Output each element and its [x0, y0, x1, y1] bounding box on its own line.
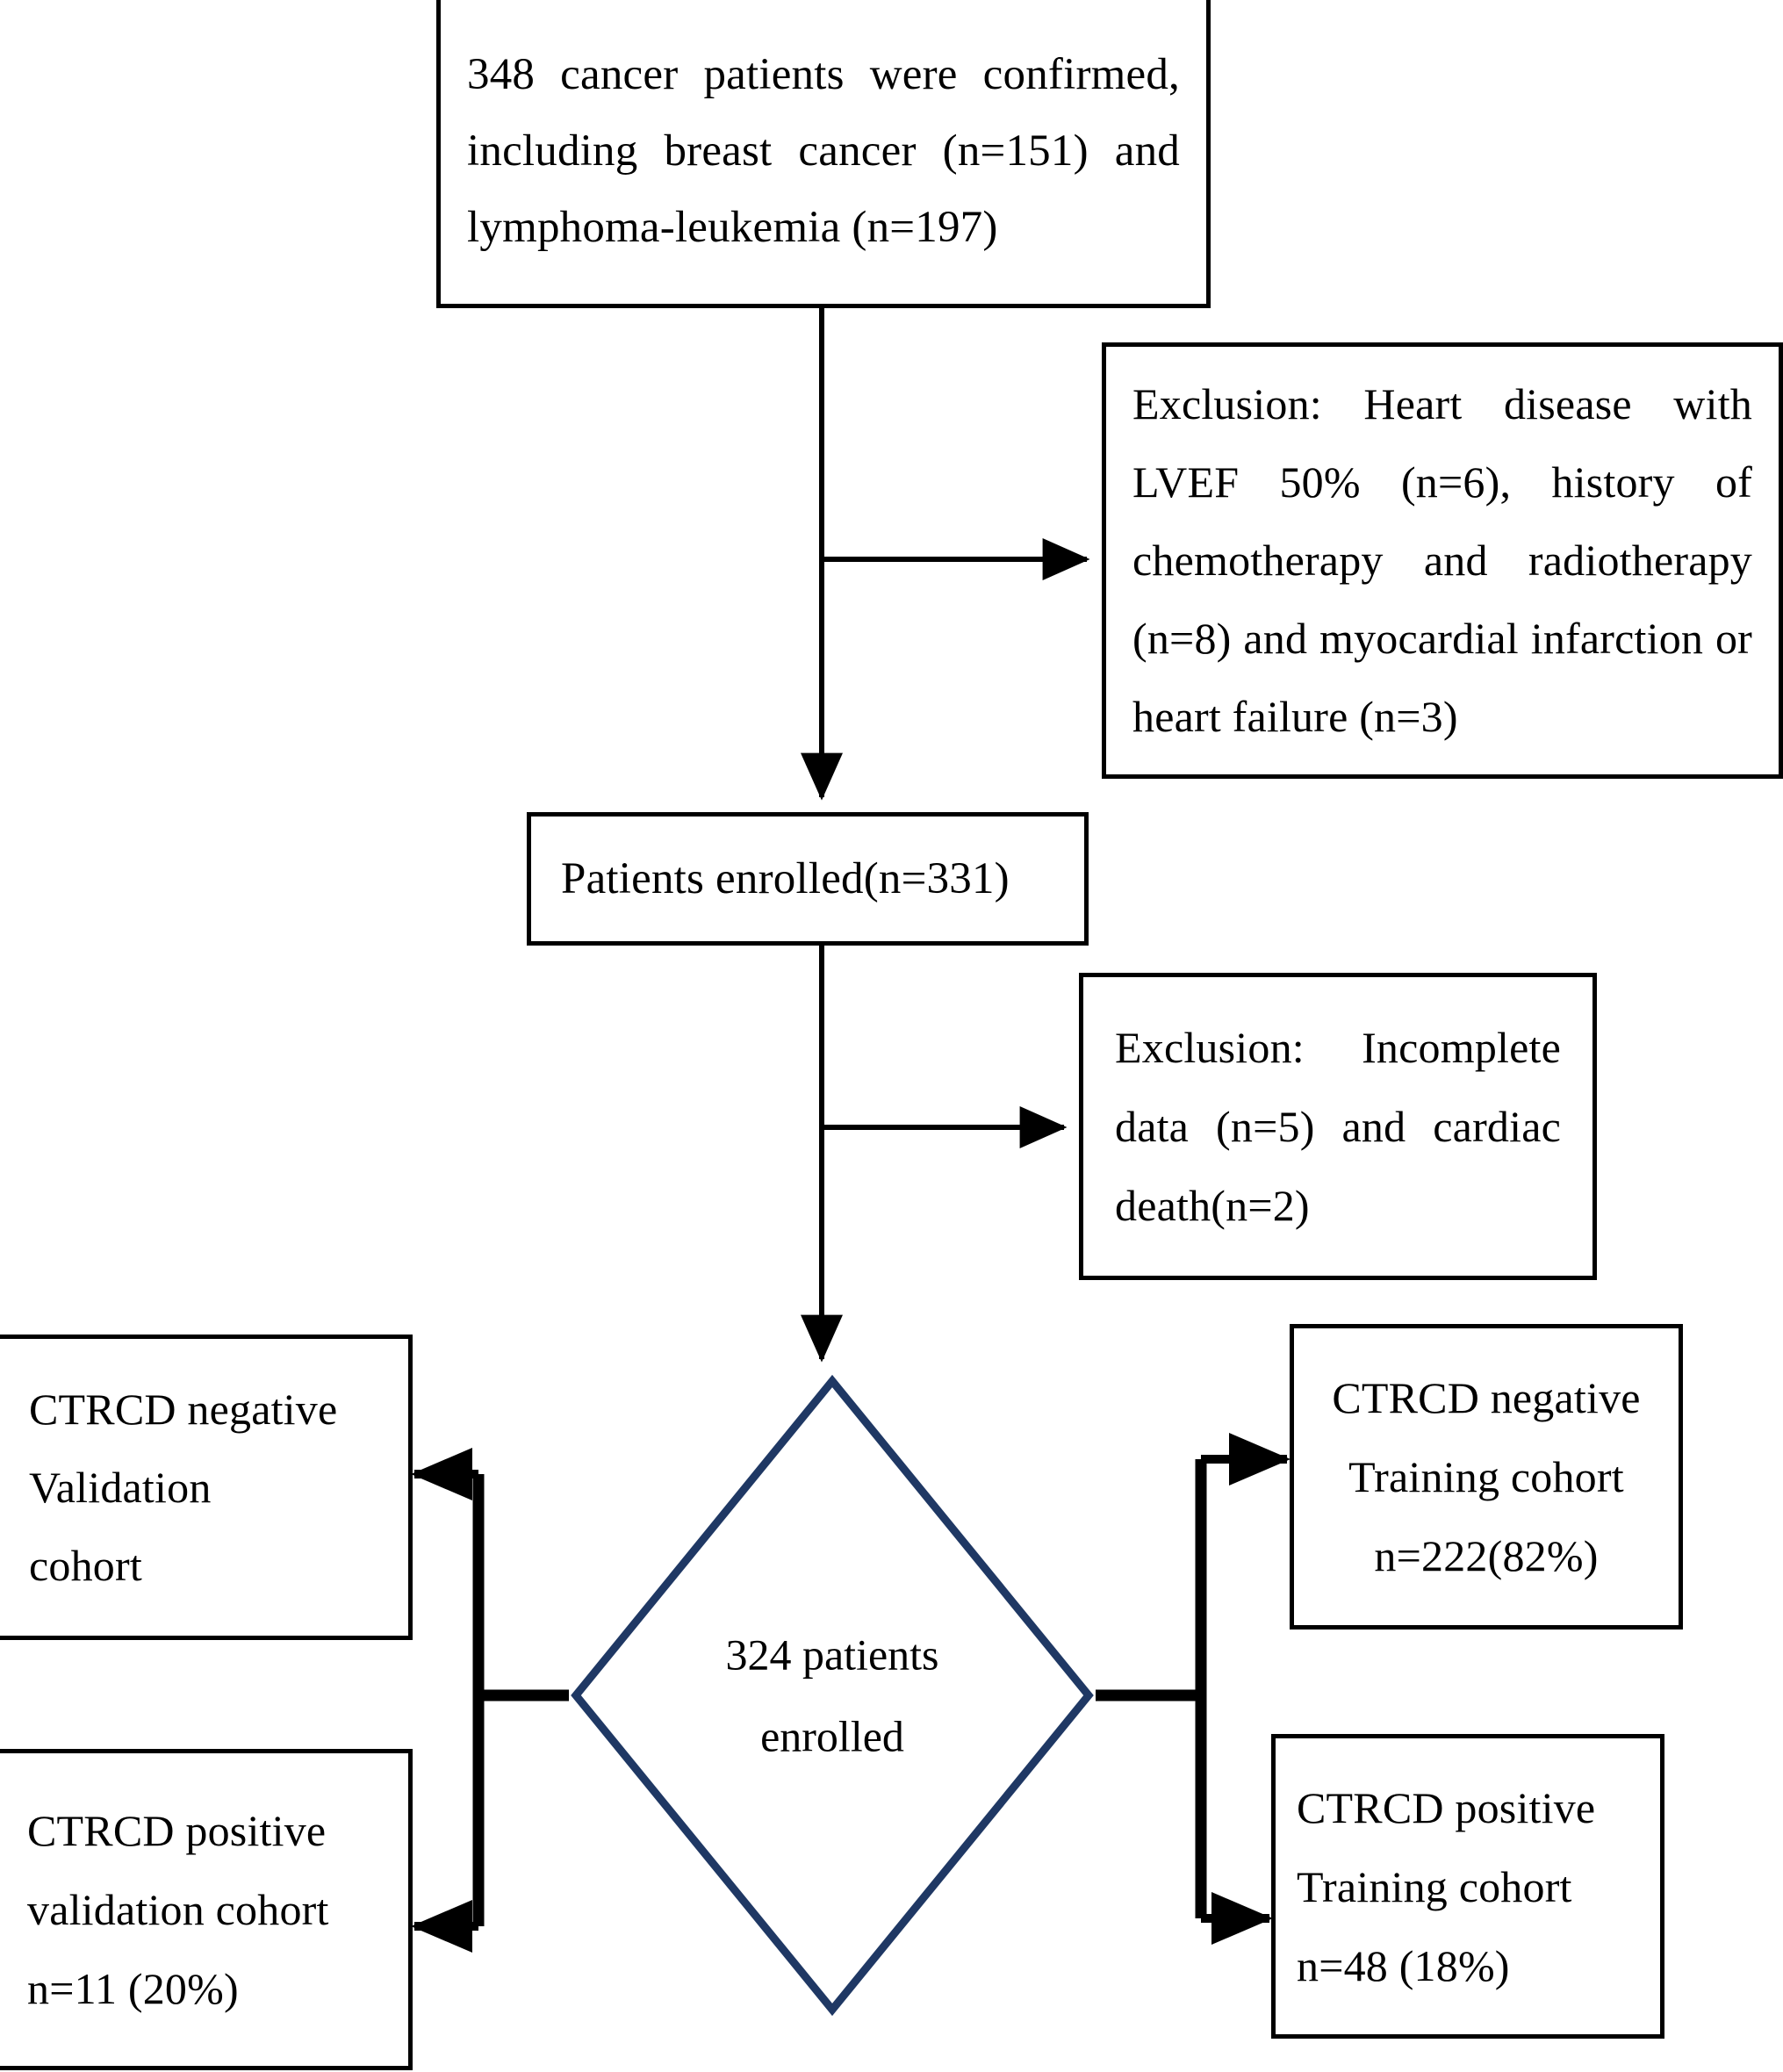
node-decision-324-patients: 324 patients enrolled	[569, 1374, 1096, 2017]
node-enrolled-text: Patients enrolled(n=331)	[561, 853, 1010, 903]
node-neg-validation-text: CTRCD negative Validation cohort	[29, 1384, 338, 1590]
node-exclusion2-text: Exclusion: Incomplete data (n=5) and car…	[1115, 1023, 1561, 1230]
node-ctrcd-negative-training-cohort: CTRCD negative Training cohort n=222(82%…	[1290, 1324, 1683, 1630]
node-exclusion1-text: Exclusion: Heart disease with LVEF 50% (…	[1132, 379, 1752, 741]
node-source-text: 348 cancer patients were confirmed, incl…	[467, 50, 1180, 252]
node-patients-enrolled: Patients enrolled(n=331)	[527, 812, 1089, 946]
node-pos-validation-text: CTRCD positive validation cohort n=11 (2…	[27, 1806, 329, 2013]
node-source-population: 348 cancer patients were confirmed, incl…	[436, 0, 1211, 308]
node-exclusion-criteria-2: Exclusion: Incomplete data (n=5) and car…	[1079, 973, 1597, 1280]
node-pos-training-text: CTRCD positive Training cohort n=48 (18%…	[1297, 1782, 1596, 1990]
node-ctrcd-negative-validation-cohort: CTRCD negative Validation cohort	[0, 1335, 413, 1640]
node-neg-training-text: CTRCD negative Training cohort n=222(82%…	[1332, 1373, 1641, 1580]
node-exclusion-criteria-1: Exclusion: Heart disease with LVEF 50% (…	[1102, 342, 1783, 779]
node-decision-text: 324 patients enrolled	[725, 1630, 939, 1761]
node-ctrcd-positive-training-cohort: CTRCD positive Training cohort n=48 (18%…	[1271, 1734, 1664, 2039]
diamond-shape	[571, 1374, 1094, 2017]
node-ctrcd-positive-validation-cohort: CTRCD positive validation cohort n=11 (2…	[0, 1749, 413, 2070]
